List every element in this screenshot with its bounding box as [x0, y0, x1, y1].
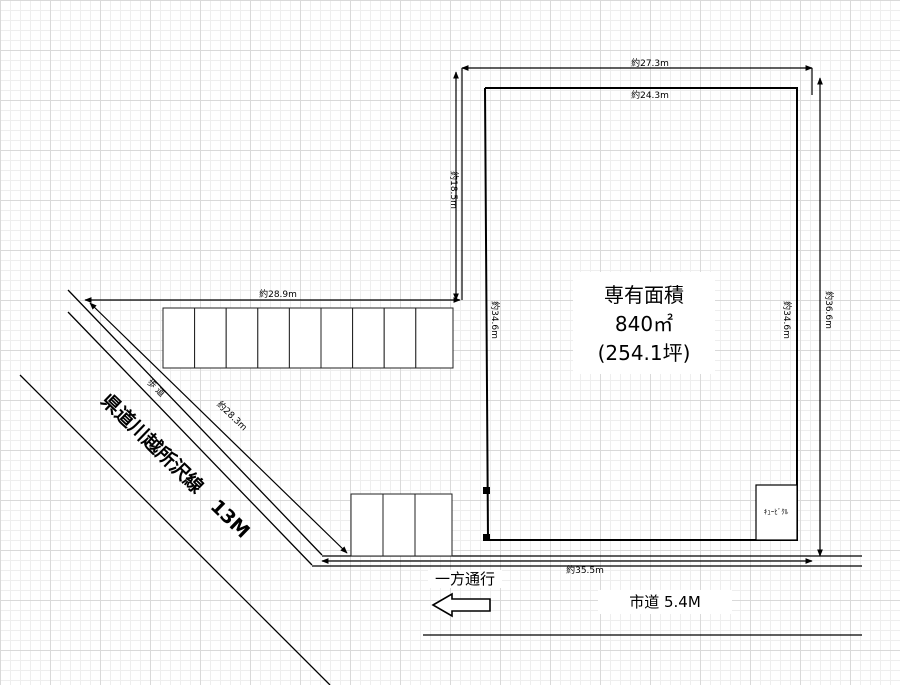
area-title: 専有面積: [604, 283, 684, 307]
parking-space: [383, 307, 417, 369]
dim-label-left-upper: 約18.5m: [448, 171, 460, 209]
area-value: 840㎡: [615, 312, 673, 336]
dim-label-right-inner: 約34.6m: [781, 301, 793, 339]
corner-box-label: ｷｭｰﾋﾞｸﾙ: [764, 508, 789, 516]
dim-label-left-inner: 約34.6m: [489, 301, 501, 339]
one-way-label: 一方通行: [435, 570, 495, 588]
parking-upper: [162, 307, 454, 369]
parking-space: [194, 307, 227, 369]
dim-label-right-outer: 約36.6m: [823, 291, 835, 329]
parking-space: [382, 493, 416, 557]
parking-lower: [350, 493, 453, 557]
dim-label-top-outer: 約27.3m: [631, 57, 669, 69]
sidewalk-label: 歩 道: [144, 376, 167, 399]
dim-label-parking-top: 約28.9m: [259, 288, 297, 300]
parking-space: [320, 307, 354, 369]
dim-label-top-inner: 約24.3m: [631, 89, 669, 101]
parking-space: [257, 307, 290, 369]
parking-space: [288, 307, 322, 369]
parking-space: [162, 307, 196, 369]
marker-upper: [483, 487, 490, 494]
dim-label-bottom: 約35.5m: [566, 564, 604, 576]
one-way-label-bg: [428, 570, 502, 588]
parking-space: [352, 307, 385, 369]
dim-line-diagonal: [89, 302, 348, 554]
one-way-arrow-icon: [431, 592, 491, 618]
road-line-diagonal-3: [19, 374, 331, 685]
area-tsubo: (254.1坪): [598, 341, 691, 365]
area-box: [573, 272, 715, 374]
city-road-label-bg: [598, 590, 732, 614]
parking-space: [350, 493, 384, 557]
dim-label-diagonal: 約28.3m: [214, 398, 250, 433]
parking-space: [225, 307, 259, 369]
parking-space: [414, 493, 453, 557]
city-road-label: 市道 5.4M: [629, 593, 701, 611]
parking-space: [415, 307, 454, 369]
marker-lower: [483, 534, 490, 541]
corner-box: [755, 484, 798, 541]
